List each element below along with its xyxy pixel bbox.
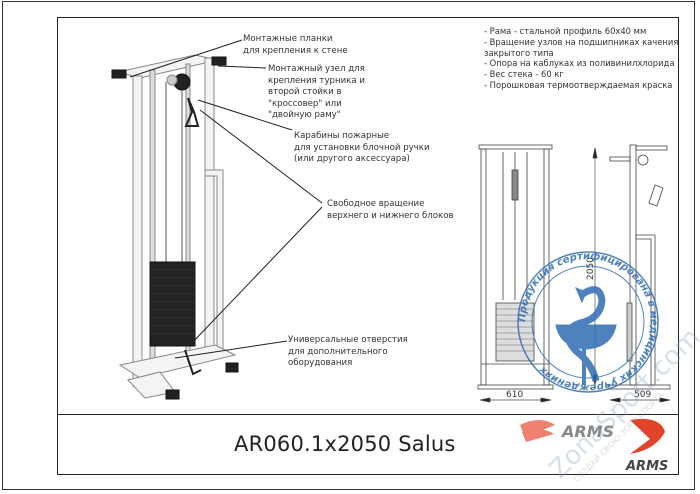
watermark: ZonaSport.com СОЗДАЙ СВОЮ ЗОНУ СПОРТА xyxy=(544,323,700,485)
model-title: AR060.1x2050 Salus xyxy=(234,432,456,456)
dim-height: 2050 xyxy=(586,257,596,280)
spec-item: - Опора на каблуках из поливинилхлорида xyxy=(484,58,675,69)
callout-leaders xyxy=(129,39,323,359)
dim-width-side: 509 xyxy=(634,390,651,400)
spec-item: - Рама - стальной профиль 60x40 мм xyxy=(484,26,647,36)
watermark-text: ZonaSport.com xyxy=(544,323,700,485)
spec-item: - Вращение узлов на подшипниках качения xyxy=(484,36,679,47)
callout-carabiners: Карабины пожарные для установки блочной … xyxy=(294,131,430,164)
spec-list: - Рама - стальной профиль 60x40 мм - Вра… xyxy=(484,26,678,91)
drawing-frame xyxy=(57,17,679,475)
outer-border xyxy=(2,1,695,490)
caduceus-icon xyxy=(555,286,617,385)
spec-item: - Порошковая термоотверждаемая краска xyxy=(484,79,673,90)
callout-free-rotation: Свободное вращение верхнего и нижнего бл… xyxy=(327,199,454,221)
brand-logo-text-top: ARMS xyxy=(560,422,614,441)
title-block-divider xyxy=(57,414,679,415)
callout-mounting-node: Монтажный узел для крепления турника и в… xyxy=(268,64,365,120)
spec-item: закрытого типа xyxy=(484,47,554,58)
brand-logo-text-bottom: ARMS xyxy=(625,459,668,474)
callout-universal-holes: Универсальные отверстия для дополнительн… xyxy=(288,335,408,368)
spec-item: - Вес стека - 60 кг xyxy=(484,69,564,80)
dim-width-front: 610 xyxy=(506,390,523,400)
brand-logo: ARMS ARMS xyxy=(520,418,668,474)
callout-wall-brackets: Монтажные планки для крепления к стене xyxy=(243,34,348,56)
front-view-drawing xyxy=(477,144,554,403)
